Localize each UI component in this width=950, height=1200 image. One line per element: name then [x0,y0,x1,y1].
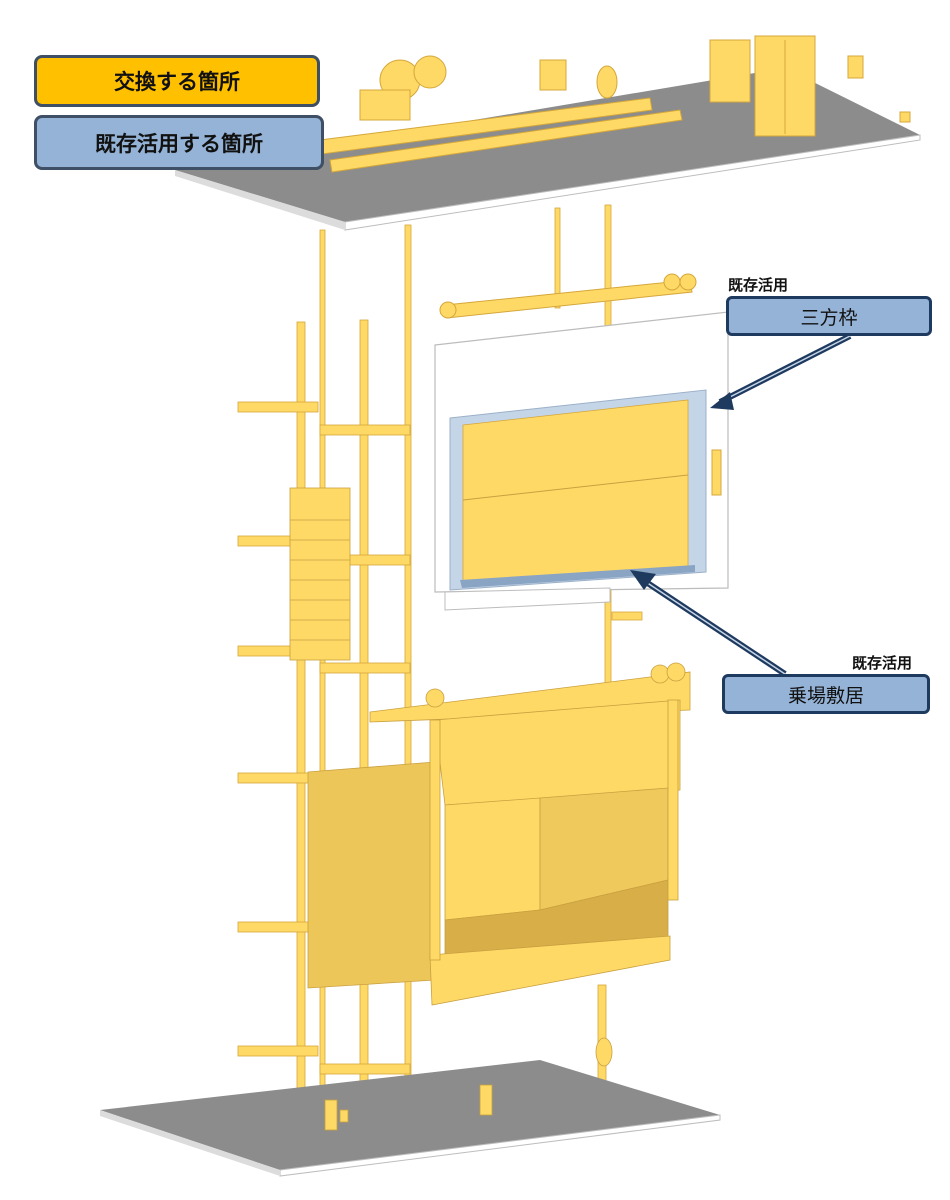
pit-slab [100,1060,721,1177]
legend-reuse: 既存活用する箇所 [34,115,324,170]
counterweight [289,487,351,661]
legend-replace-label: 交換する箇所 [114,70,240,94]
arrow-to-landing-sill [630,570,787,677]
machine-room-slab [175,68,921,231]
callout-label-landing-sill: 乗場敷居 [787,684,864,707]
landing-sill [460,565,695,588]
control-panel [709,35,911,137]
callout-landing-sill: 乗場敷居 [722,674,930,714]
legend-reuse-label: 既存活用する箇所 [95,131,263,156]
legend-replace: 交換する箇所 [34,55,320,107]
arrow-to-three-sided-frame [710,333,852,410]
traction-machine [319,55,683,173]
callout-tag-landing-sill: 既存活用 [852,654,913,672]
callout-label-three-sided-frame: 三方枠 [800,306,858,329]
buffers [324,1037,613,1131]
callout-tag-three-sided-frame: 既存活用 [728,276,789,294]
landing-doors [462,399,722,583]
elevator-car [307,662,691,1006]
callout-three-sided-frame: 三方枠 [726,296,932,336]
